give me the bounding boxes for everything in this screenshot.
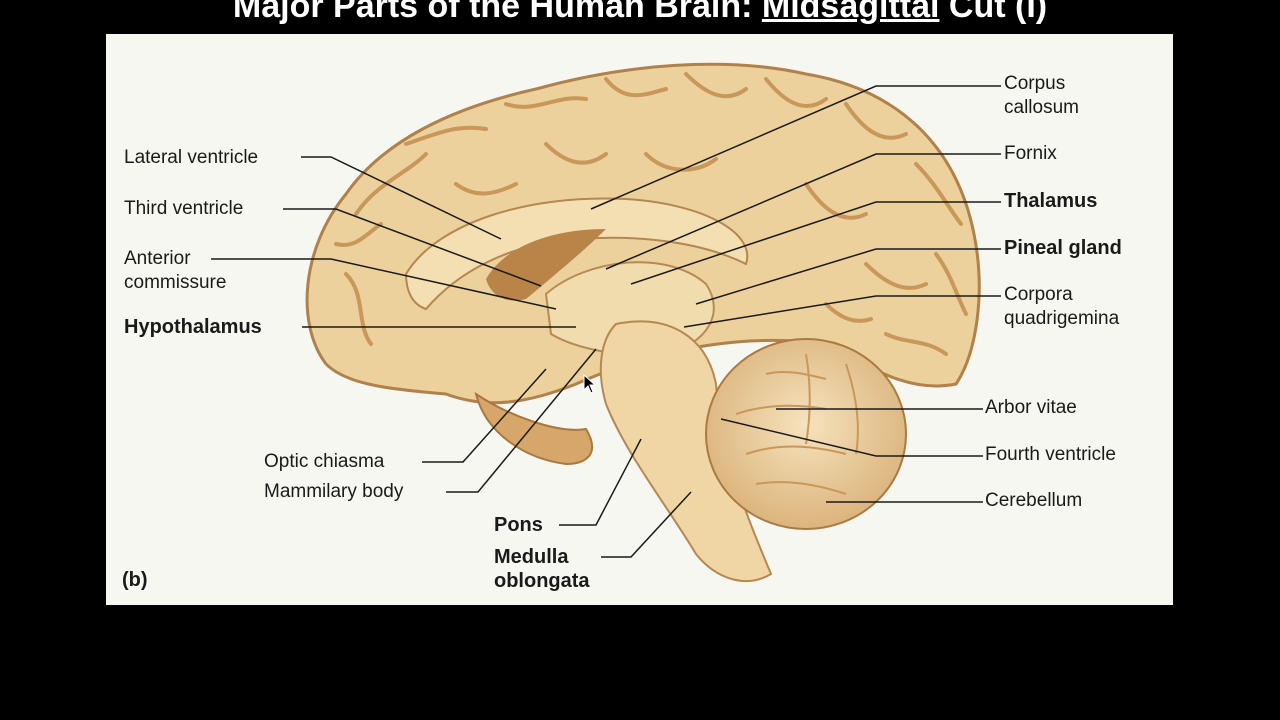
title-part-2: Cut (I) — [939, 0, 1048, 25]
label-fornix: Fornix — [1004, 143, 1057, 164]
arbor-vitae-branches — [735, 353, 859, 495]
lateral-ventricle-shape — [486, 229, 606, 301]
label-lateral-ventricle: Lateral ventricle — [124, 147, 259, 168]
panel-letter: (b) — [122, 569, 148, 591]
label-mammilary-body: Mammilary body — [264, 481, 404, 502]
label-pineal-gland: Pineal gland — [1004, 237, 1122, 259]
label-medulla-line2: oblongata — [494, 570, 590, 592]
label-medulla-line1: Medulla — [494, 546, 569, 568]
slide-title: Major Parts of the Human Brain: Midsagit… — [0, 0, 1280, 26]
label-fourth-ventricle: Fourth ventricle — [985, 444, 1116, 465]
temporal-lobe — [474, 391, 593, 466]
label-corpora-quadrigemina-line2: quadrigemina — [1004, 308, 1120, 329]
label-third-ventricle: Third ventricle — [124, 198, 244, 219]
label-anterior-commissure-line1: Anterior — [124, 248, 191, 269]
label-hypothalamus: Hypothalamus — [124, 316, 262, 338]
label-corpus-callosum-line1: Corpus — [1004, 73, 1066, 94]
label-cerebellum: Cerebellum — [985, 490, 1083, 511]
label-corpora-quadrigemina-line1: Corpora — [1004, 284, 1073, 305]
label-arbor-vitae: Arbor vitae — [985, 397, 1077, 418]
label-anterior-commissure-line2: commissure — [124, 272, 227, 293]
title-underlined-word: Midsagittal — [761, 0, 940, 25]
label-pons: Pons — [494, 514, 543, 536]
mouse-cursor-icon — [583, 374, 597, 394]
cerebellum-shape — [705, 338, 907, 530]
title-part-1: Major Parts of the Human Brain: — [232, 0, 762, 25]
corpus-callosum-band — [404, 197, 749, 311]
figure-panel: Lateral ventricle Third ventricle Anteri… — [106, 34, 1173, 605]
leader-lines — [211, 85, 1001, 558]
brainstem — [599, 320, 773, 583]
label-thalamus: Thalamus — [1004, 190, 1098, 212]
gyri-folds — [334, 72, 968, 356]
label-corpus-callosum-line2: callosum — [1004, 97, 1079, 118]
label-optic-chiasma: Optic chiasma — [264, 451, 385, 472]
brain-illustration — [211, 62, 1001, 583]
